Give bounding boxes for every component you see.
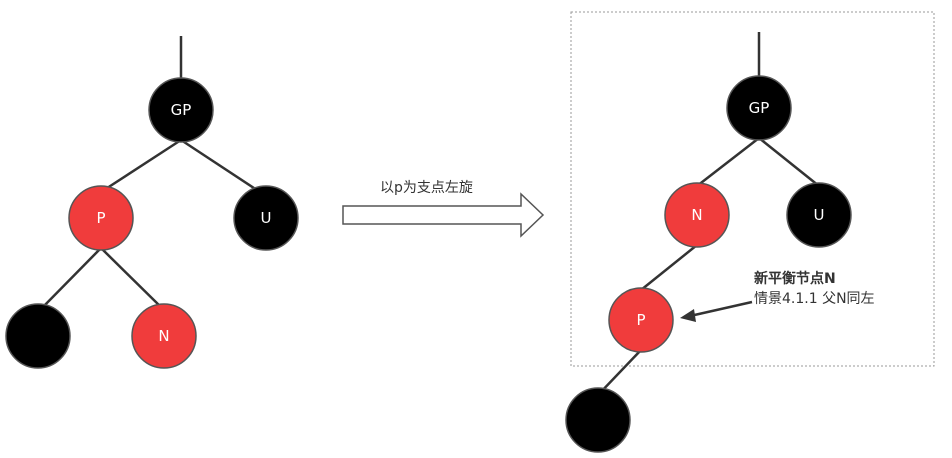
right-node-n-label: N	[691, 206, 702, 224]
left-node-u: U	[233, 185, 299, 251]
left-node-gp: GP	[148, 77, 214, 143]
left-edge-gp-p	[100, 138, 182, 194]
right-node-u: U	[786, 182, 852, 248]
annotation-arrowhead-icon	[680, 309, 696, 322]
result-frame	[570, 11, 935, 367]
right-node-nil	[565, 387, 631, 453]
right-edge-n-p	[640, 244, 698, 291]
right-node-n: N	[664, 182, 730, 248]
right-node-u-label: U	[814, 206, 825, 224]
right-node-p: P	[608, 287, 674, 353]
left-node-u-label: U	[261, 209, 272, 227]
right-node-gp-label: GP	[749, 99, 770, 117]
left-node-n-label: N	[158, 327, 169, 345]
left-node-p-label: P	[96, 209, 105, 227]
annotation: 新平衡节点N 情景4.1.1 父N同左	[680, 270, 875, 322]
left-edge-p-nil	[39, 247, 102, 311]
left-node-n: N	[131, 303, 197, 369]
rotation-arrow: 以p为支点左旋	[342, 180, 545, 238]
left-node-nil	[5, 303, 71, 369]
left-node-gp-label: GP	[171, 101, 192, 119]
right-edge-gp-n	[696, 137, 760, 187]
left-tree-edges	[39, 36, 267, 311]
rotation-arrow-icon	[342, 192, 545, 238]
annotation-pointer	[689, 300, 753, 318]
left-edge-p-n	[100, 247, 165, 311]
left-node-p: P	[68, 185, 134, 251]
right-edge-gp-u	[758, 137, 820, 187]
right-tree-edges	[597, 32, 820, 396]
annotation-subtitle: 情景4.1.1 父N同左	[754, 291, 875, 307]
left-edge-gp-u	[180, 138, 267, 198]
right-node-p-label: P	[636, 311, 645, 329]
annotation-title: 新平衡节点N	[754, 270, 836, 287]
right-node-gp: GP	[726, 75, 792, 141]
rotation-arrow-label: 以p为支点左旋	[380, 180, 473, 196]
right-edge-p-nil	[597, 349, 642, 396]
